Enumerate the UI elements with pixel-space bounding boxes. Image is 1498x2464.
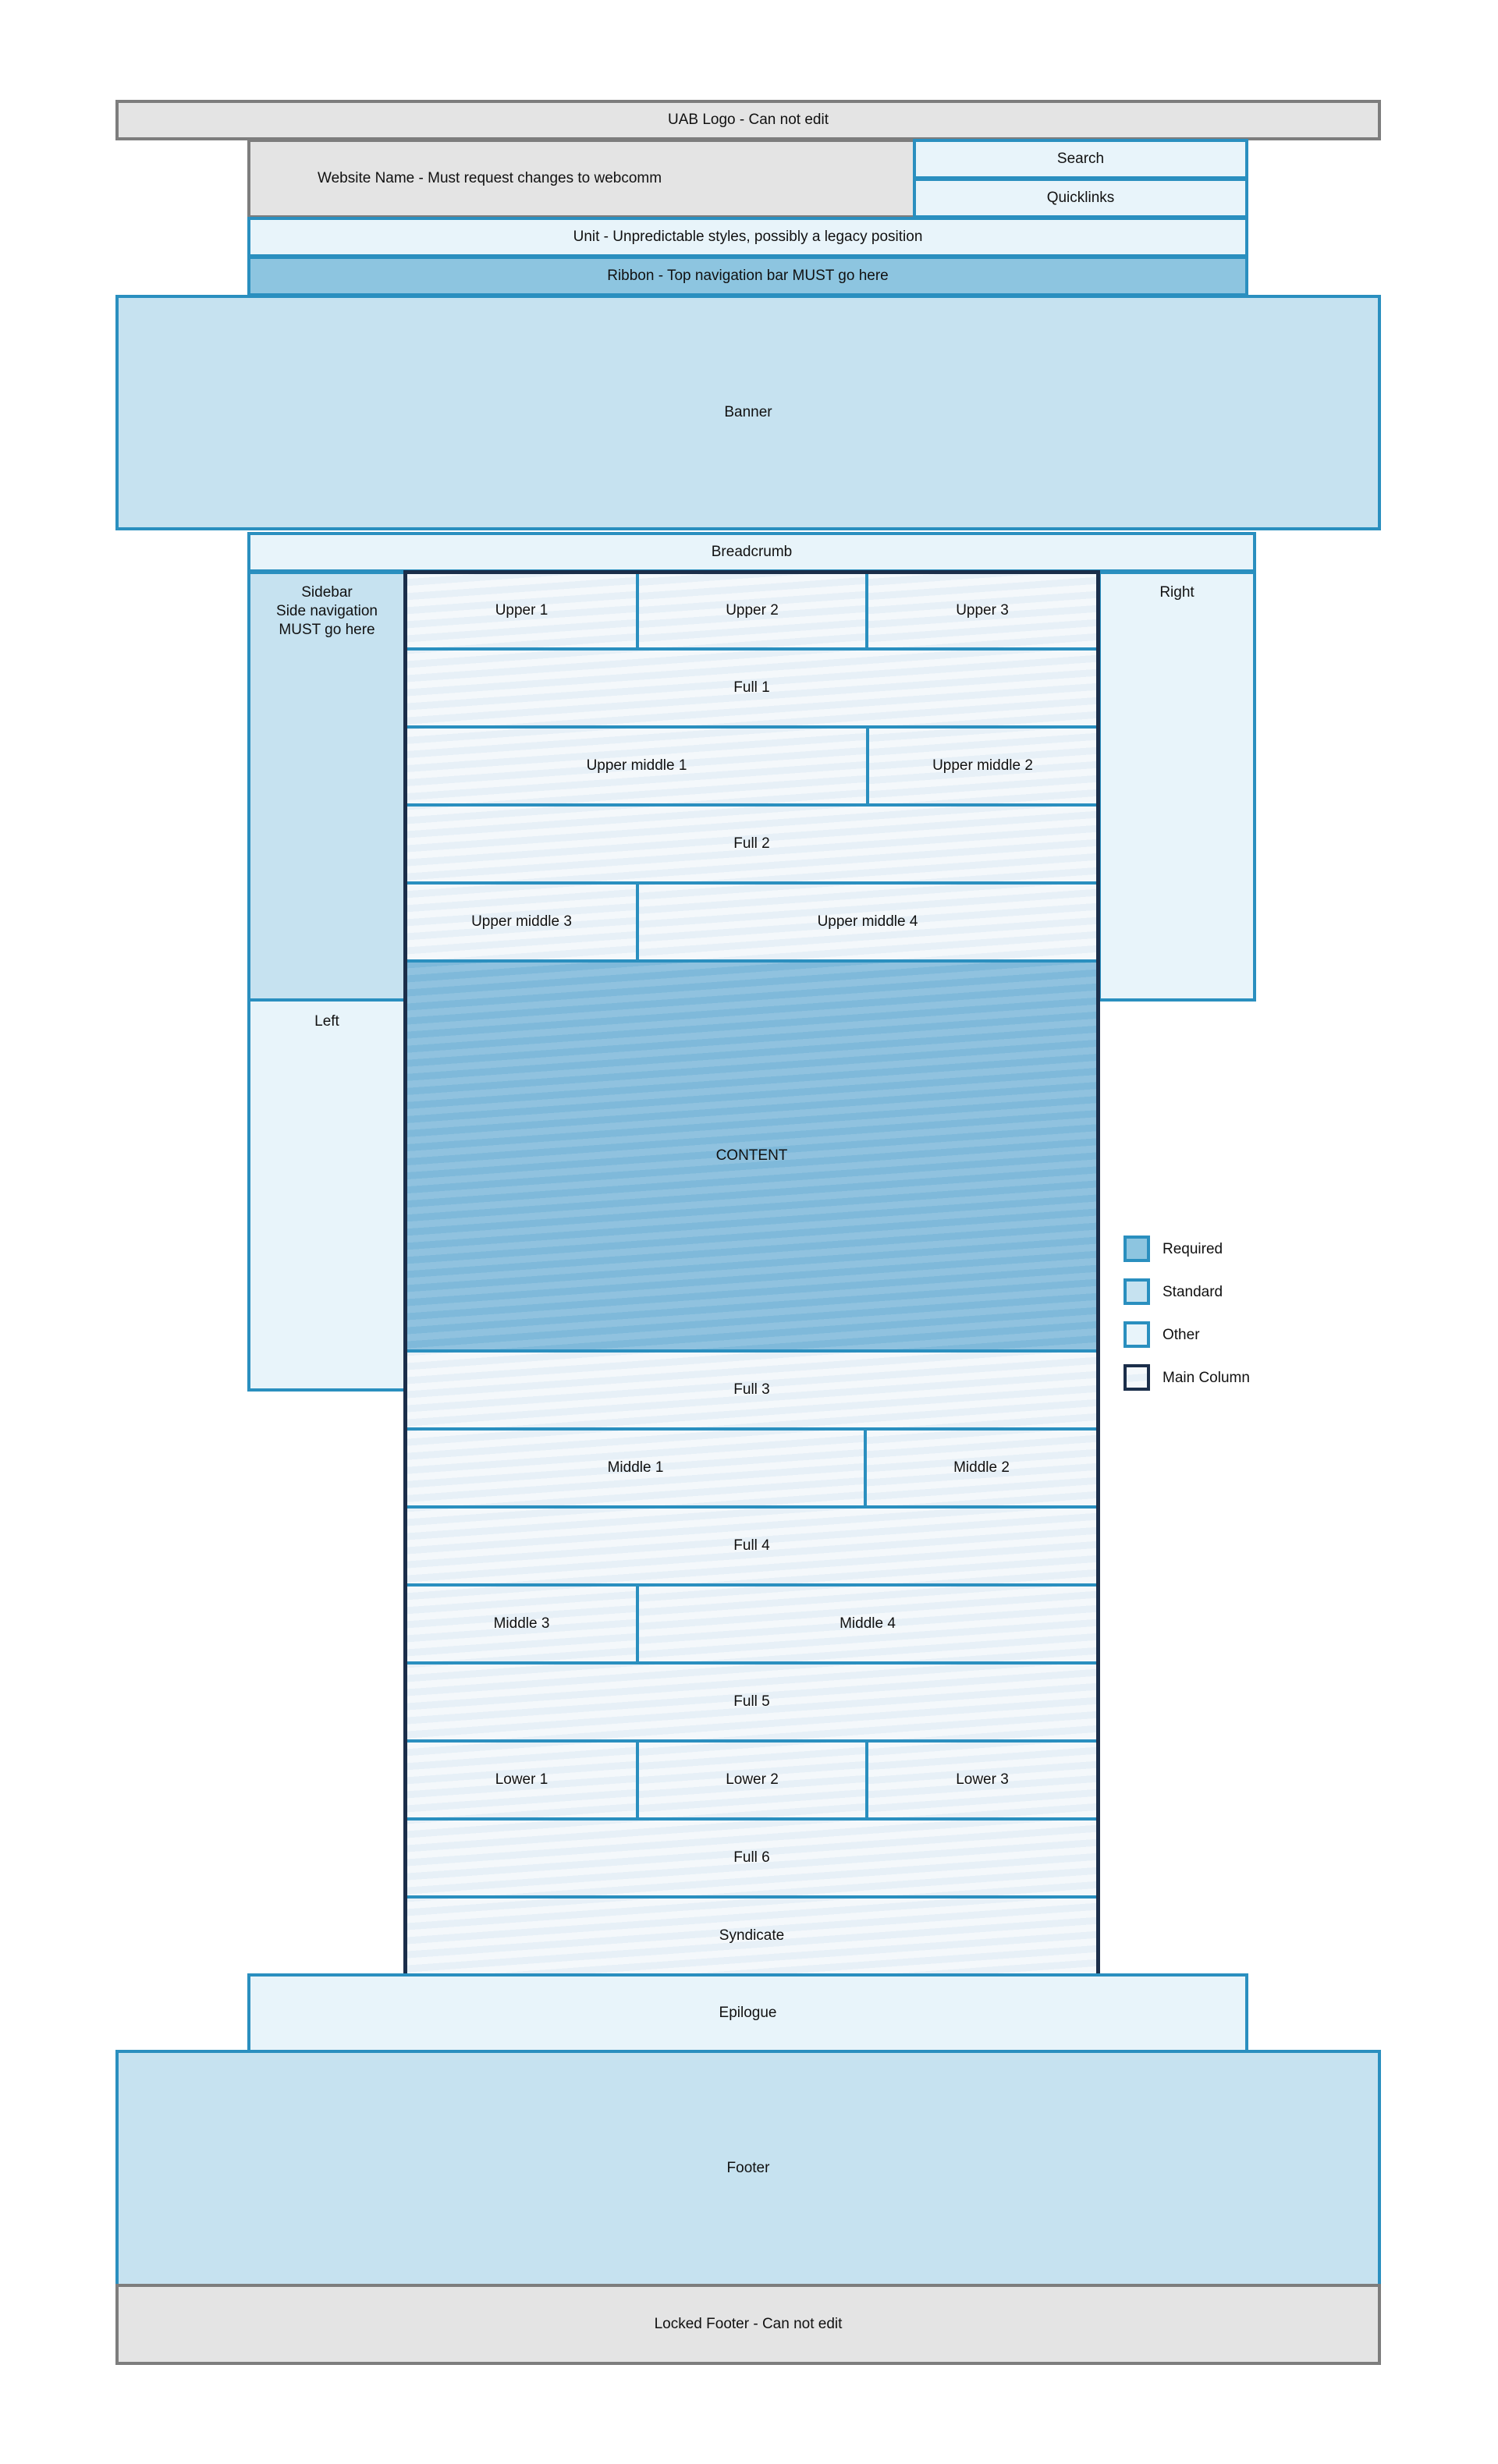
legend-other-swatch [1124, 1321, 1150, 1348]
middle-2-cell: Middle 2 [864, 1427, 1099, 1509]
legend-other-label: Other [1163, 1327, 1200, 1343]
website-name-region: Website Name - Must request changes to w… [247, 139, 915, 218]
upper-middle-4-cell: Upper middle 4 [636, 881, 1099, 963]
full-3-cell: Full 3 [404, 1349, 1099, 1431]
quicklinks-region: Quicklinks [913, 178, 1248, 218]
legend-standard-label: Standard [1163, 1284, 1223, 1300]
full-4-cell: Full 4 [404, 1505, 1099, 1587]
unit-region: Unit - Unpredictable styles, possibly a … [247, 217, 1248, 257]
legend-main-column-label: Main Column [1163, 1370, 1250, 1386]
legend-standard-swatch [1124, 1278, 1150, 1305]
ribbon-region: Ribbon - Top navigation bar MUST go here [247, 256, 1248, 296]
syndicate-cell: Syndicate [404, 1895, 1099, 1977]
lower-3-cell: Lower 3 [865, 1739, 1099, 1821]
middle-3-cell: Middle 3 [404, 1583, 639, 1665]
upper-2-cell: Upper 2 [636, 571, 868, 651]
right-region: Right [1098, 571, 1256, 1002]
left-region: Left [247, 998, 406, 1392]
content-cell: CONTENT [404, 959, 1099, 1353]
middle-4-cell: Middle 4 [636, 1583, 1099, 1665]
footer-region: Footer [115, 2050, 1381, 2287]
full-6-cell: Full 6 [404, 1817, 1099, 1899]
locked-footer-region: Locked Footer - Can not edit [115, 2284, 1381, 2365]
legend-required-label: Required [1163, 1241, 1223, 1257]
legend-main-column-swatch [1124, 1364, 1150, 1391]
upper-middle-3-cell: Upper middle 3 [404, 881, 639, 963]
uab-logo-region: UAB Logo - Can not edit [115, 100, 1381, 140]
full-2-cell: Full 2 [404, 803, 1099, 885]
banner-region: Banner [115, 295, 1381, 530]
epilogue-region: Epilogue [247, 1973, 1248, 2053]
middle-1-cell: Middle 1 [404, 1427, 867, 1509]
legend-required-swatch [1124, 1236, 1150, 1262]
upper-1-cell: Upper 1 [404, 571, 639, 651]
upper-3-cell: Upper 3 [865, 571, 1099, 651]
upper-middle-2-cell: Upper middle 2 [866, 725, 1099, 807]
search-region: Search [913, 139, 1248, 179]
full-1-cell: Full 1 [404, 647, 1099, 729]
lower-2-cell: Lower 2 [636, 1739, 868, 1821]
sidebar-region: Sidebar Side navigation MUST go here [247, 571, 406, 1002]
breadcrumb-region: Breadcrumb [247, 532, 1256, 573]
upper-middle-1-cell: Upper middle 1 [404, 725, 869, 807]
lower-1-cell: Lower 1 [404, 1739, 639, 1821]
full-5-cell: Full 5 [404, 1661, 1099, 1743]
